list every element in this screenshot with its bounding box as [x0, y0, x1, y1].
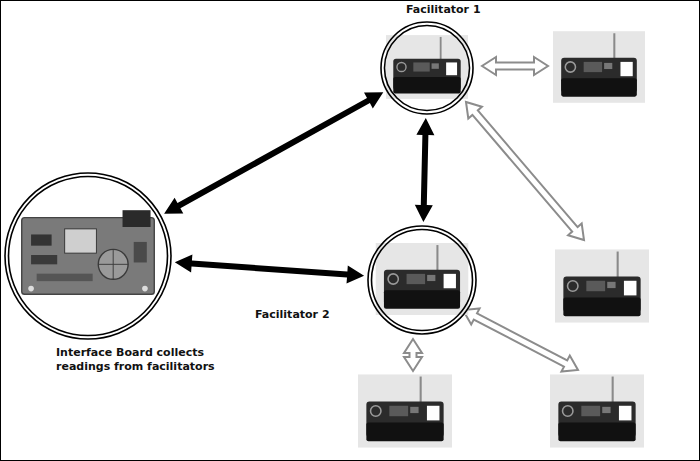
sensor-photo — [386, 35, 468, 99]
facilitator-circle: Facilitator 2 — [367, 225, 477, 335]
hollow-arrow — [482, 57, 548, 75]
interface-circle: Interface Board collects readings from f… — [4, 172, 172, 340]
label-box: Facilitator 1 — [406, 3, 481, 17]
data-link-arrow — [175, 255, 364, 284]
ring — [385, 26, 470, 111]
node-label: Interface Board collects readings from f… — [56, 346, 226, 374]
node-label: Facilitator 1 — [406, 3, 481, 17]
ring — [381, 22, 473, 114]
sensor-photo — [553, 31, 645, 103]
data-link-arrow — [415, 118, 435, 222]
hollow-arrow — [466, 102, 584, 240]
circle-outline — [4, 172, 172, 340]
board-photo — [22, 210, 155, 294]
data-link-arrow — [164, 92, 383, 214]
sensor-photo — [376, 243, 469, 315]
ring — [5, 173, 171, 339]
label-box: Facilitator 2 — [255, 308, 330, 322]
ring — [9, 177, 168, 336]
node-label: Facilitator 2 — [255, 308, 330, 322]
ring — [372, 230, 473, 331]
sensor-links — [404, 57, 584, 372]
hollow-arrow — [404, 339, 422, 371]
facilitator-circle: Facilitator 1 — [380, 21, 474, 115]
sensor-photo — [555, 249, 649, 322]
sensor-photo — [358, 374, 452, 447]
circle-outline — [380, 21, 474, 115]
label-box: Interface Board collects readings from f… — [56, 346, 226, 374]
sensor-photo — [550, 374, 644, 447]
hollow-arrow — [463, 309, 578, 372]
ring — [368, 226, 476, 334]
circle-outline — [367, 225, 477, 335]
